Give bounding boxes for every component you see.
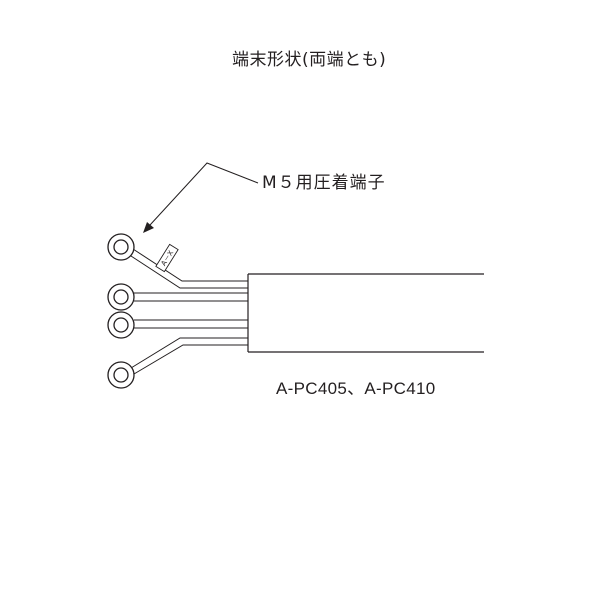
- wire-1: [107, 233, 248, 289]
- model-numbers-label: A-PC405、A-PC410: [276, 379, 436, 398]
- wire-3: [107, 311, 248, 339]
- wire-4: [107, 337, 248, 389]
- diagram-title: 端末形状(両端とも): [232, 50, 387, 70]
- wire-2: [107, 283, 248, 311]
- wire-marker-tag: A－X: [155, 243, 179, 273]
- cable-sheath: [247, 273, 484, 353]
- crimp-terminal-label: M５用圧着端子: [262, 173, 386, 193]
- leader-arrow: [143, 162, 259, 233]
